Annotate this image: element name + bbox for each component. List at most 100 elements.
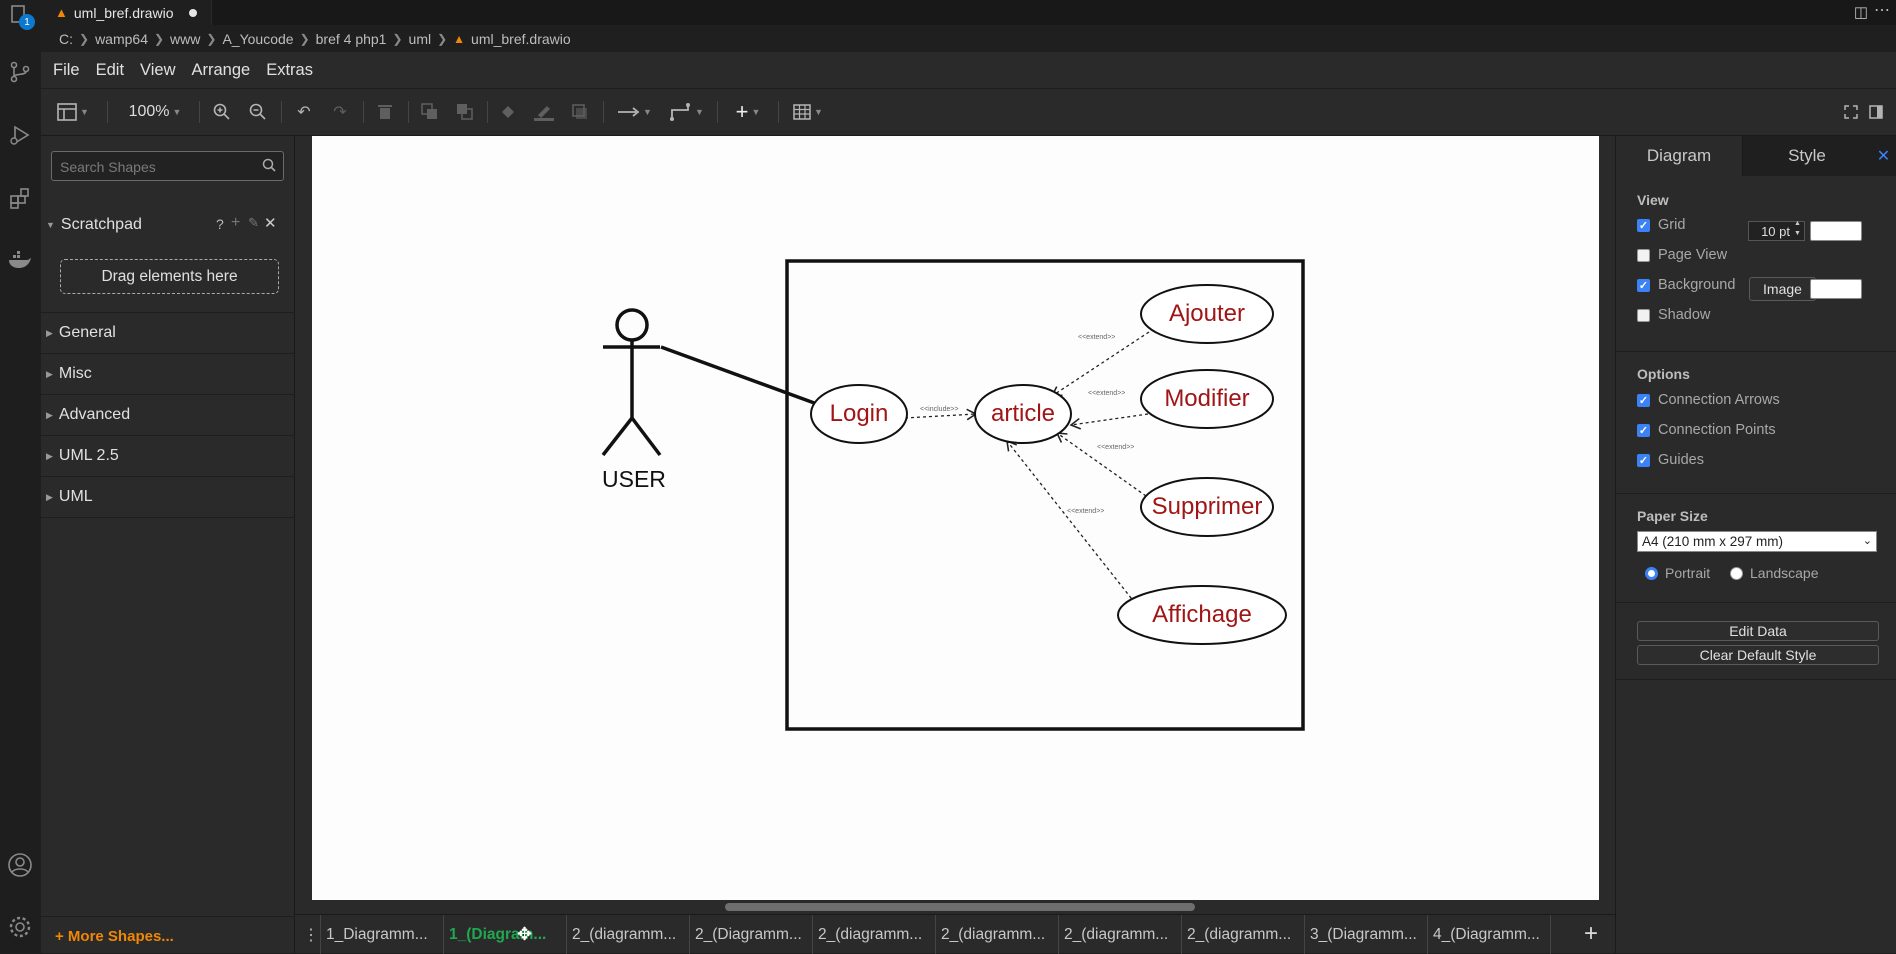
breadcrumb-item[interactable]: bref 4 php1 bbox=[315, 30, 387, 47]
extend-edge-modifier[interactable] bbox=[1069, 413, 1149, 430]
page-view-checkbox-row[interactable]: Page View bbox=[1637, 247, 1727, 263]
search-icon[interactable] bbox=[262, 158, 276, 177]
radio-selected-icon[interactable] bbox=[1645, 566, 1658, 580]
zoom-select[interactable]: 100%▼ bbox=[128, 103, 182, 120]
menu-extras[interactable]: Extras bbox=[266, 60, 313, 79]
canvas-area[interactable]: USER Login article Ajouter Modifier Supp… bbox=[295, 136, 1896, 900]
page-tab[interactable]: 2_(diagramm... bbox=[567, 915, 690, 954]
scratchpad-help[interactable]: ? bbox=[216, 216, 224, 232]
menu-file[interactable]: File bbox=[53, 60, 80, 79]
connection-arrows-row[interactable]: ✓Connection Arrows bbox=[1637, 392, 1780, 408]
checkbox-checked-icon[interactable]: ✓ bbox=[1637, 453, 1650, 467]
breadcrumb-item[interactable]: wamp64 bbox=[95, 30, 148, 47]
fill-color-icon[interactable] bbox=[497, 100, 519, 124]
page-tab[interactable]: 2_(diagramm... bbox=[1059, 915, 1182, 954]
page-tab[interactable]: 1_Diagramm... bbox=[321, 915, 444, 954]
page-tab[interactable]: 2_(diagramm... bbox=[1182, 915, 1305, 954]
close-panel-icon[interactable]: ✕ bbox=[1870, 136, 1896, 176]
use-case-affichage[interactable] bbox=[1117, 585, 1287, 645]
waypoints-icon[interactable]: ▼ bbox=[665, 100, 709, 124]
line-color-icon[interactable] bbox=[533, 100, 555, 124]
paper-size-select[interactable]: A4 (210 mm x 297 mm) ⌄ bbox=[1637, 531, 1877, 552]
add-page-icon[interactable]: + bbox=[1584, 920, 1599, 947]
zoom-in-icon[interactable] bbox=[211, 100, 233, 124]
tab-style[interactable]: Style bbox=[1742, 136, 1871, 176]
association-line[interactable] bbox=[660, 345, 818, 406]
explorer-icon[interactable]: 1 bbox=[5, 0, 35, 30]
system-boundary[interactable] bbox=[785, 259, 1305, 731]
checkbox-checked-icon[interactable]: ✓ bbox=[1637, 278, 1650, 292]
clear-default-style-button[interactable]: Clear Default Style bbox=[1637, 645, 1879, 665]
menu-edit[interactable]: Edit bbox=[95, 60, 125, 79]
radio-unselected-icon[interactable] bbox=[1730, 566, 1743, 580]
table-icon[interactable]: ▼ bbox=[786, 100, 830, 124]
edit-data-button[interactable]: Edit Data bbox=[1637, 621, 1879, 641]
source-control-icon[interactable] bbox=[5, 57, 35, 87]
pages-menu-icon[interactable]: ⋮ bbox=[303, 927, 319, 944]
edit-pencil-icon[interactable]: ✎ bbox=[248, 215, 259, 230]
to-back-icon[interactable] bbox=[454, 100, 476, 124]
more-shapes-button[interactable]: + More Shapes... bbox=[55, 928, 174, 945]
unsaved-dot-icon[interactable] bbox=[189, 8, 198, 17]
breadcrumb-item[interactable]: uml bbox=[408, 30, 432, 47]
scratchpad-header[interactable]: ▼ Scratchpad ? + ✎ ✕ bbox=[41, 204, 295, 246]
connection-points-row[interactable]: ✓Connection Points bbox=[1637, 422, 1776, 438]
editor-tab[interactable]: ▲ uml_bref.drawio bbox=[41, 0, 213, 25]
portrait-radio-row[interactable]: Portrait bbox=[1645, 565, 1710, 581]
checkbox-checked-icon[interactable]: ✓ bbox=[1637, 218, 1650, 232]
use-case-ajouter[interactable] bbox=[1140, 284, 1274, 344]
to-front-icon[interactable] bbox=[419, 100, 441, 124]
redo-icon[interactable]: ↷ bbox=[333, 104, 347, 121]
fullscreen-icon[interactable] bbox=[1841, 100, 1861, 124]
section-uml[interactable]: ▶UML bbox=[41, 477, 295, 518]
breadcrumb-item[interactable]: C: bbox=[59, 30, 73, 47]
actor-stick-figure[interactable] bbox=[601, 308, 662, 457]
delete-icon[interactable] bbox=[374, 100, 396, 124]
breadcrumb-item[interactable]: uml_bref.drawio bbox=[471, 30, 571, 47]
page-tab[interactable]: 2_(diagramm... bbox=[936, 915, 1059, 954]
checkbox-unchecked-icon[interactable] bbox=[1637, 308, 1650, 322]
tab-diagram[interactable]: Diagram bbox=[1616, 136, 1742, 176]
shadow-checkbox-row[interactable]: Shadow bbox=[1637, 307, 1710, 323]
run-debug-icon[interactable] bbox=[5, 120, 35, 150]
format-panel-toggle-icon[interactable]: ▼ bbox=[53, 100, 93, 124]
breadcrumb-item[interactable]: www bbox=[170, 30, 201, 47]
use-case-supprimer[interactable] bbox=[1140, 477, 1274, 537]
split-editor-icon[interactable]: ◫ bbox=[1853, 4, 1868, 21]
checkbox-checked-icon[interactable]: ✓ bbox=[1637, 393, 1650, 407]
menu-arrange[interactable]: Arrange bbox=[191, 60, 251, 79]
docker-icon[interactable] bbox=[5, 246, 35, 276]
page-tab[interactable]: 2_(Diagramm... bbox=[690, 915, 813, 954]
search-shapes-input[interactable] bbox=[52, 152, 252, 182]
use-case-article[interactable] bbox=[974, 384, 1072, 444]
grid-size-input[interactable]: 10 pt bbox=[1748, 221, 1805, 241]
grid-checkbox-row[interactable]: ✓Grid bbox=[1637, 217, 1685, 233]
plus-icon[interactable]: + bbox=[231, 214, 241, 231]
background-image-button[interactable]: Image bbox=[1749, 277, 1816, 301]
section-uml-25[interactable]: ▶UML 2.5 bbox=[41, 436, 295, 477]
include-edge[interactable] bbox=[904, 408, 978, 421]
close-icon[interactable]: ✕ bbox=[264, 215, 277, 232]
toggle-format-panel-icon[interactable] bbox=[1866, 100, 1886, 124]
extend-edge-ajouter[interactable] bbox=[1050, 331, 1150, 397]
use-case-modifier[interactable] bbox=[1140, 369, 1274, 429]
grid-size-stepper[interactable]: ▲▼ bbox=[1794, 220, 1801, 237]
settings-gear-icon[interactable] bbox=[5, 912, 35, 942]
background-color-swatch[interactable] bbox=[1810, 279, 1862, 299]
menu-view[interactable]: View bbox=[140, 60, 176, 79]
use-case-login[interactable] bbox=[810, 384, 908, 444]
breadcrumb-item[interactable]: A_Youcode bbox=[222, 30, 294, 47]
shadow-icon[interactable] bbox=[569, 100, 591, 124]
landscape-radio-row[interactable]: Landscape bbox=[1730, 565, 1819, 581]
scratchpad-dropzone[interactable]: Drag elements here bbox=[60, 259, 279, 294]
page-tab[interactable]: 3_(Diagramm... bbox=[1305, 915, 1428, 954]
horizontal-scrollbar[interactable] bbox=[725, 903, 1195, 911]
extend-edge-supprimer[interactable] bbox=[1055, 432, 1147, 497]
zoom-out-icon[interactable] bbox=[247, 100, 269, 124]
page-tab[interactable]: 4_(Diagramm... bbox=[1428, 915, 1551, 954]
section-advanced[interactable]: ▶Advanced bbox=[41, 395, 295, 436]
undo-icon[interactable]: ↶ bbox=[297, 104, 311, 121]
section-misc[interactable]: ▶Misc bbox=[41, 354, 295, 395]
section-general[interactable]: ▶General bbox=[41, 313, 295, 354]
guides-row[interactable]: ✓Guides bbox=[1637, 452, 1704, 468]
